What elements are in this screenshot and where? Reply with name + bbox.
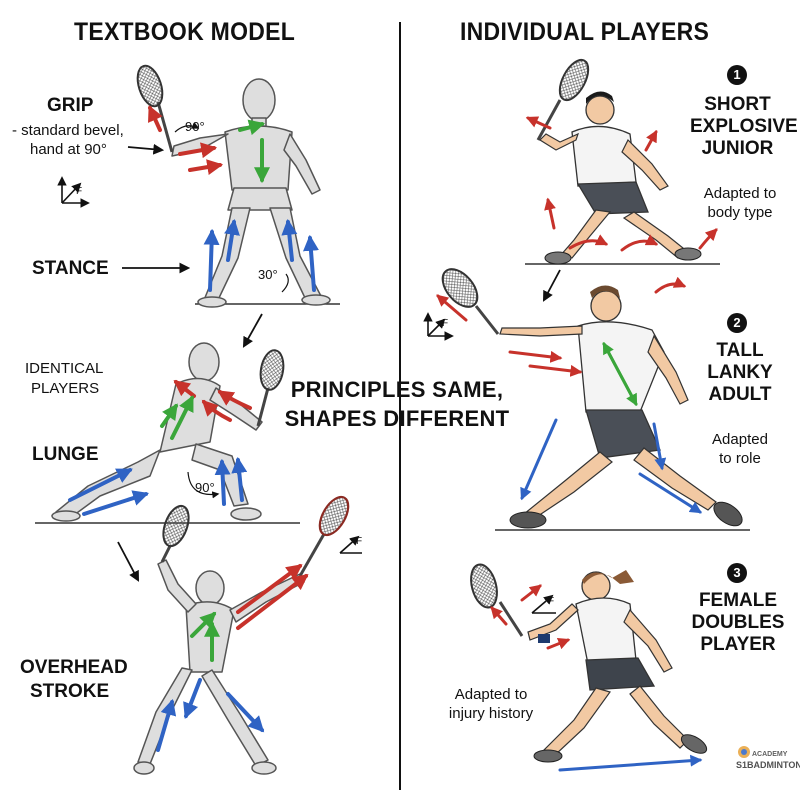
- player-2-title-line-1: TALL: [716, 340, 764, 361]
- force-arrows-overhead: [156, 564, 309, 752]
- force-symbol-right-2: F: [548, 596, 555, 607]
- force-icon-left-2: [339, 535, 362, 554]
- player-2-title-line-2: LANKY: [707, 362, 773, 383]
- player-3-note: Adapted to injury history: [436, 685, 546, 723]
- player-1-number-badge: 1: [727, 65, 747, 85]
- player-3-title-line-1: FEMALE: [698, 590, 778, 611]
- identical-players-line-2: PLAYERS: [31, 380, 100, 397]
- player-2-title: TALL LANKY ADULT: [695, 340, 785, 406]
- racket-overhead-swing: [298, 495, 350, 577]
- player-1-title-line-3: JUNIOR: [701, 138, 774, 159]
- identical-players-line-1: IDENTICAL: [25, 360, 104, 377]
- grip-desc-line-1: - standard bevel,: [12, 122, 124, 139]
- force-icon-right-2: [531, 594, 556, 614]
- center-message-line-1: PRINCIPLES SAME,: [290, 377, 504, 402]
- racket-stance: [136, 64, 174, 153]
- lunge-angle-label: 90°: [195, 480, 215, 495]
- grip-title: GRIP: [47, 95, 94, 116]
- transition-arrow-1: [242, 313, 263, 348]
- player-1-note-line-2: body type: [707, 204, 773, 221]
- player-1-note: Adapted to body type: [698, 184, 782, 222]
- grip-pointer-arrow: [127, 143, 165, 155]
- svg-text:S1BADMINTON: S1BADMINTON: [736, 760, 800, 770]
- force-icon-right-1: [423, 312, 454, 341]
- player-1-title-line-1: SHORT: [704, 94, 771, 115]
- force-arrows-player-1: [525, 116, 718, 252]
- mannequin-stance-figure: [171, 78, 331, 308]
- grip-angle-label: 90°: [185, 119, 205, 134]
- overhead-stroke-line-1: OVERHEAD: [20, 657, 128, 678]
- center-message-line-2: SHAPES DIFFERENT: [284, 406, 510, 431]
- transition-arrow-2: [117, 541, 140, 582]
- force-arrows-player-2: [436, 276, 703, 514]
- header-textbook-model: TEXTBOOK MODEL: [74, 18, 296, 46]
- player-3-title: FEMALE DOUBLES PLAYER: [688, 590, 788, 656]
- force-arrows-stance: [148, 105, 319, 292]
- transition-arrow-right: [542, 269, 561, 302]
- force-arrows-player-3: [490, 584, 703, 772]
- angle-arc-stance: [281, 273, 289, 293]
- angle-arc-lunge: [187, 471, 220, 499]
- lunge-label: LUNGE: [32, 444, 99, 465]
- academy-logo: ACADEMY S1BADMINTON: [736, 746, 800, 770]
- player-3-number-badge: 3: [727, 563, 747, 583]
- player-2-title-line-3: ADULT: [708, 384, 772, 405]
- player-2-number-badge: 2: [727, 313, 747, 333]
- player-2-note-line-2: to role: [719, 450, 761, 467]
- force-symbol-left-2: F: [356, 536, 363, 547]
- player-1-title: SHORT EXPLOSIVE JUNIOR: [690, 94, 798, 160]
- svg-text:ACADEMY: ACADEMY: [752, 751, 788, 758]
- player-3-note-line-1: Adapted to: [454, 686, 528, 703]
- player-3-title-line-3: PLAYER: [700, 634, 776, 655]
- player-3-figure: [470, 563, 708, 763]
- mannequin-lunge-figure: [51, 342, 263, 522]
- stance-label: STANCE: [32, 258, 109, 279]
- player-2-figure: [441, 268, 743, 529]
- player-2-note: Adapted to role: [700, 430, 780, 468]
- force-arrows-lunge: [68, 380, 252, 516]
- force-icon-left-1: [57, 176, 90, 208]
- overhead-stroke-line-2: STROKE: [30, 681, 110, 702]
- player-2-note-line-1: Adapted: [712, 431, 768, 448]
- force-symbol-left-1: F: [76, 186, 83, 197]
- player-3-title-line-2: DOUBLES: [691, 612, 785, 633]
- stance-angle-label: 30°: [258, 267, 278, 282]
- racket-overhead-left: [160, 504, 190, 563]
- player-3-note-line-2: injury history: [448, 705, 534, 722]
- center-message: PRINCIPLES SAME, SHAPES DIFFERENT: [277, 375, 517, 433]
- player-1-figure: [536, 58, 702, 265]
- force-symbol-right-1: F: [442, 318, 449, 329]
- player-1-note-line-1: Adapted to: [703, 185, 777, 202]
- header-individual-players: INDIVIDUAL PLAYERS: [460, 18, 710, 46]
- racket-lunge: [256, 349, 285, 427]
- angle-arc-grip: [174, 122, 200, 133]
- grip-desc-line-2: hand at 90°: [30, 141, 107, 158]
- player-1-title-line-2: EXPLOSIVE: [690, 116, 798, 137]
